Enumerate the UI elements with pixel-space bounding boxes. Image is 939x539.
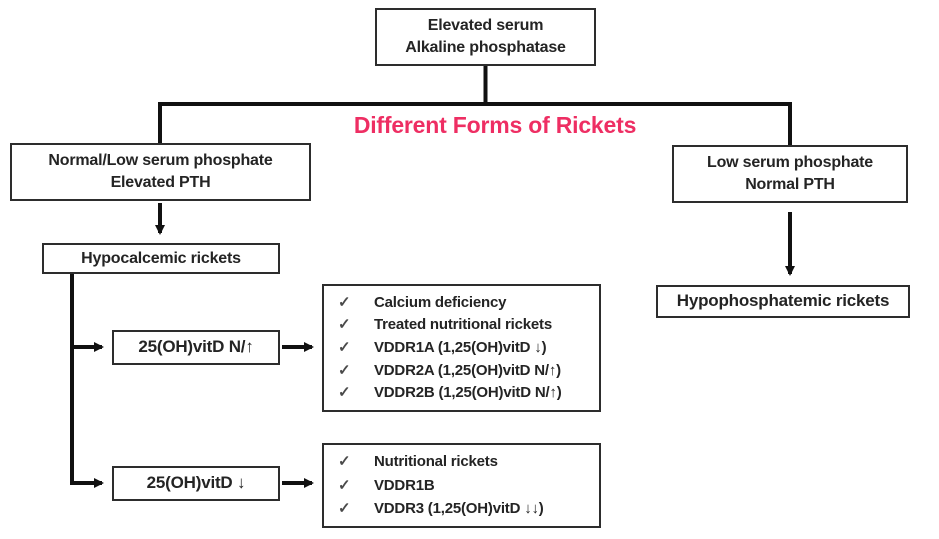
node-text: Hypocalcemic rickets — [81, 249, 241, 267]
list-item-text: VDDR3 (1,25(OH)vitD ↓↓) — [374, 499, 544, 517]
node-hypocalcemic-rickets: Hypocalcemic rickets — [42, 243, 280, 274]
checkmark-icon: ✓ — [338, 453, 351, 471]
node-25ohvitd-normal-high: 25(OH)vitD N/↑ — [112, 330, 280, 365]
node-normal-low-phosphate-elevated-pth: Normal/Low serum phosphate Elevated PTH — [10, 143, 311, 201]
node-25ohvitd-low: 25(OH)vitD ↓ — [112, 466, 280, 501]
list-item-text: Nutritional rickets — [374, 453, 498, 471]
node-text: 25(OH)vitD N/↑ — [138, 337, 254, 357]
list-item: ✓ Calcium deficiency — [332, 294, 591, 312]
list-item: ✓ Nutritional rickets — [332, 453, 591, 471]
list-item: ✓ VDDR3 (1,25(OH)vitD ↓↓) — [332, 500, 591, 518]
node-text-line1: Elevated serum — [427, 17, 544, 35]
node-text-line2: Normal PTH — [745, 176, 835, 193]
checkmark-icon: ✓ — [338, 361, 351, 379]
list-item-text: VDDR2A (1,25(OH)vitD N/↑) — [374, 361, 561, 379]
node-text: 25(OH)vitD ↓ — [146, 473, 246, 493]
list-item: ✓ VDDR2B (1,25(OH)vitD N/↑) — [332, 384, 591, 402]
checkmark-icon: ✓ — [338, 476, 351, 494]
checkmark-icon: ✓ — [338, 384, 351, 402]
node-text: Hypophosphatemic rickets — [676, 291, 890, 311]
node-low-phosphate-normal-pth: Low serum phosphate Normal PTH — [672, 145, 908, 203]
connector-hypocalcemic-spine — [70, 274, 104, 488]
node-text-line2: Elevated PTH — [110, 174, 211, 191]
node-hypophosphatemic-rickets: Hypophosphatemic rickets — [656, 285, 910, 318]
checkmark-icon: ✓ — [338, 338, 351, 356]
list-item: ✓ VDDR2A (1,25(OH)vitD N/↑) — [332, 362, 591, 380]
list-item-text: Calcium deficiency — [374, 293, 507, 311]
checkmark-icon: ✓ — [338, 316, 351, 334]
list-item-text: VDDR1B — [374, 476, 435, 494]
list-item: ✓ VDDR1A (1,25(OH)vitD ↓) — [332, 339, 591, 357]
list-item-text: VDDR2B (1,25(OH)vitD N/↑) — [374, 384, 562, 402]
list-item-text: VDDR1A (1,25(OH)vitD ↓) — [374, 338, 547, 356]
node-text-line1: Normal/Low serum phosphate — [48, 152, 273, 170]
node-text-line1: Low serum phosphate — [707, 154, 873, 172]
vitd-normal-high-causes-list: ✓ Calcium deficiency ✓ Treated nutritional … — [322, 284, 601, 412]
node-elevated-alkaline-phosphatase: Elevated serum Alkaline phosphatase — [375, 8, 596, 66]
checkmark-icon: ✓ — [338, 499, 351, 517]
vitd-low-causes-list: ✓ Nutritional rickets ✓ VDDR1B ✓ VDDR3 (1,25(… — [322, 443, 601, 528]
diagram-title: Different Forms of Rickets — [353, 112, 637, 138]
list-item: ✓ Treated nutritional rickets — [332, 316, 591, 334]
checkmark-icon: ✓ — [338, 293, 351, 311]
list-item: ✓ VDDR1B — [332, 477, 591, 495]
node-text-line2: Alkaline phosphatase — [405, 39, 566, 56]
list-item-text: Treated nutritional rickets — [374, 316, 552, 334]
